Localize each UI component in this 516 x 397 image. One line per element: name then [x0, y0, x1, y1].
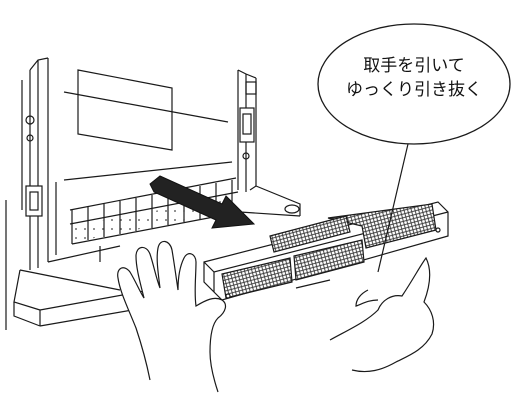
left-hand: [117, 240, 227, 393]
callout-line-1: 取手を引いて: [363, 56, 465, 76]
callout-line-2: ゆっくり引き抜く: [346, 80, 482, 100]
filter-tray: [203, 201, 449, 301]
callout-text: 取手を引いて ゆっくり引き抜く: [322, 54, 506, 102]
callout-bubble: [317, 23, 511, 145]
callout-pointer: [377, 143, 409, 273]
pull-direction-arrow: [149, 175, 256, 229]
right-hand: [329, 256, 435, 373]
machine-cabinet: [5, 57, 301, 330]
